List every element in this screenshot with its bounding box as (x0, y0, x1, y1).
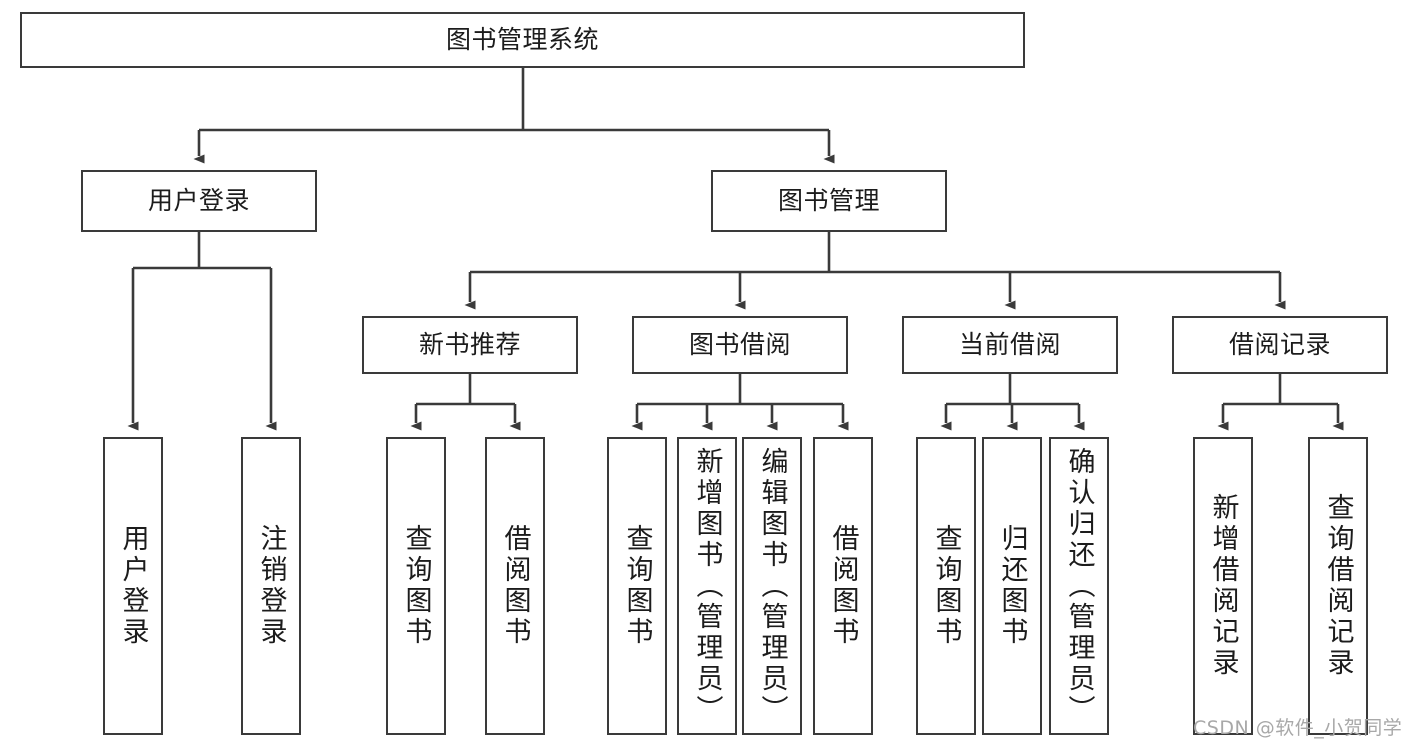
node-label: 新增借阅记录 (1207, 493, 1239, 679)
node-leaf-logout-login[interactable]: 注销登录 (241, 437, 301, 735)
node-new-book-recommend[interactable]: 新书推荐 (362, 316, 578, 374)
node-leaf-query-book-borrow[interactable]: 查询图书 (607, 437, 667, 735)
node-leaf-add-book[interactable]: 新增图书（管理员） (677, 437, 737, 735)
node-label: 注销登录 (255, 524, 287, 648)
node-label: 用户登录 (147, 185, 250, 215)
node-label: 归还图书 (996, 524, 1028, 648)
node-leaf-add-borrow-record[interactable]: 新增借阅记录 (1193, 437, 1253, 735)
node-label: 编辑图书（管理员） (756, 446, 788, 726)
node-leaf-query-borrow-record[interactable]: 查询借阅记录 (1308, 437, 1368, 735)
node-label: 用户登录 (117, 524, 149, 648)
node-label: 查询图书 (621, 524, 653, 648)
node-leaf-borrow-book-recommend[interactable]: 借阅图书 (485, 437, 545, 735)
node-book-borrow[interactable]: 图书借阅 (632, 316, 848, 374)
node-label: 查询图书 (930, 524, 962, 648)
node-label: 图书管理系统 (445, 24, 599, 54)
node-label: 借阅图书 (499, 524, 531, 648)
node-borrow-record[interactable]: 借阅记录 (1172, 316, 1388, 374)
csdn-watermark: CSDN @软件_小贺同学 (1193, 717, 1403, 739)
node-label: 图书借阅 (688, 329, 791, 359)
node-label: 当前借阅 (958, 329, 1061, 359)
node-label: 查询图书 (400, 524, 432, 648)
node-leaf-return-book[interactable]: 归还图书 (982, 437, 1042, 735)
node-label: 借阅图书 (827, 524, 859, 648)
node-book-management-system[interactable]: 图书管理系统 (20, 12, 1025, 68)
node-leaf-edit-book[interactable]: 编辑图书（管理员） (742, 437, 802, 735)
node-leaf-borrow-book[interactable]: 借阅图书 (813, 437, 873, 735)
node-label: 图书管理 (777, 185, 880, 215)
node-label: 新增图书（管理员） (691, 446, 723, 726)
node-leaf-confirm-return[interactable]: 确认归还（管理员） (1049, 437, 1109, 735)
node-label: 借阅记录 (1228, 329, 1331, 359)
node-leaf-query-book-current[interactable]: 查询图书 (916, 437, 976, 735)
node-leaf-query-book-recommend[interactable]: 查询图书 (386, 437, 446, 735)
node-label: 查询借阅记录 (1322, 493, 1354, 679)
node-leaf-user-login[interactable]: 用户登录 (103, 437, 163, 735)
node-current-borrow[interactable]: 当前借阅 (902, 316, 1118, 374)
node-label: 新书推荐 (418, 329, 521, 359)
node-book-management[interactable]: 图书管理 (711, 170, 947, 232)
node-user-login[interactable]: 用户登录 (81, 170, 317, 232)
node-label: 确认归还（管理员） (1063, 446, 1095, 726)
